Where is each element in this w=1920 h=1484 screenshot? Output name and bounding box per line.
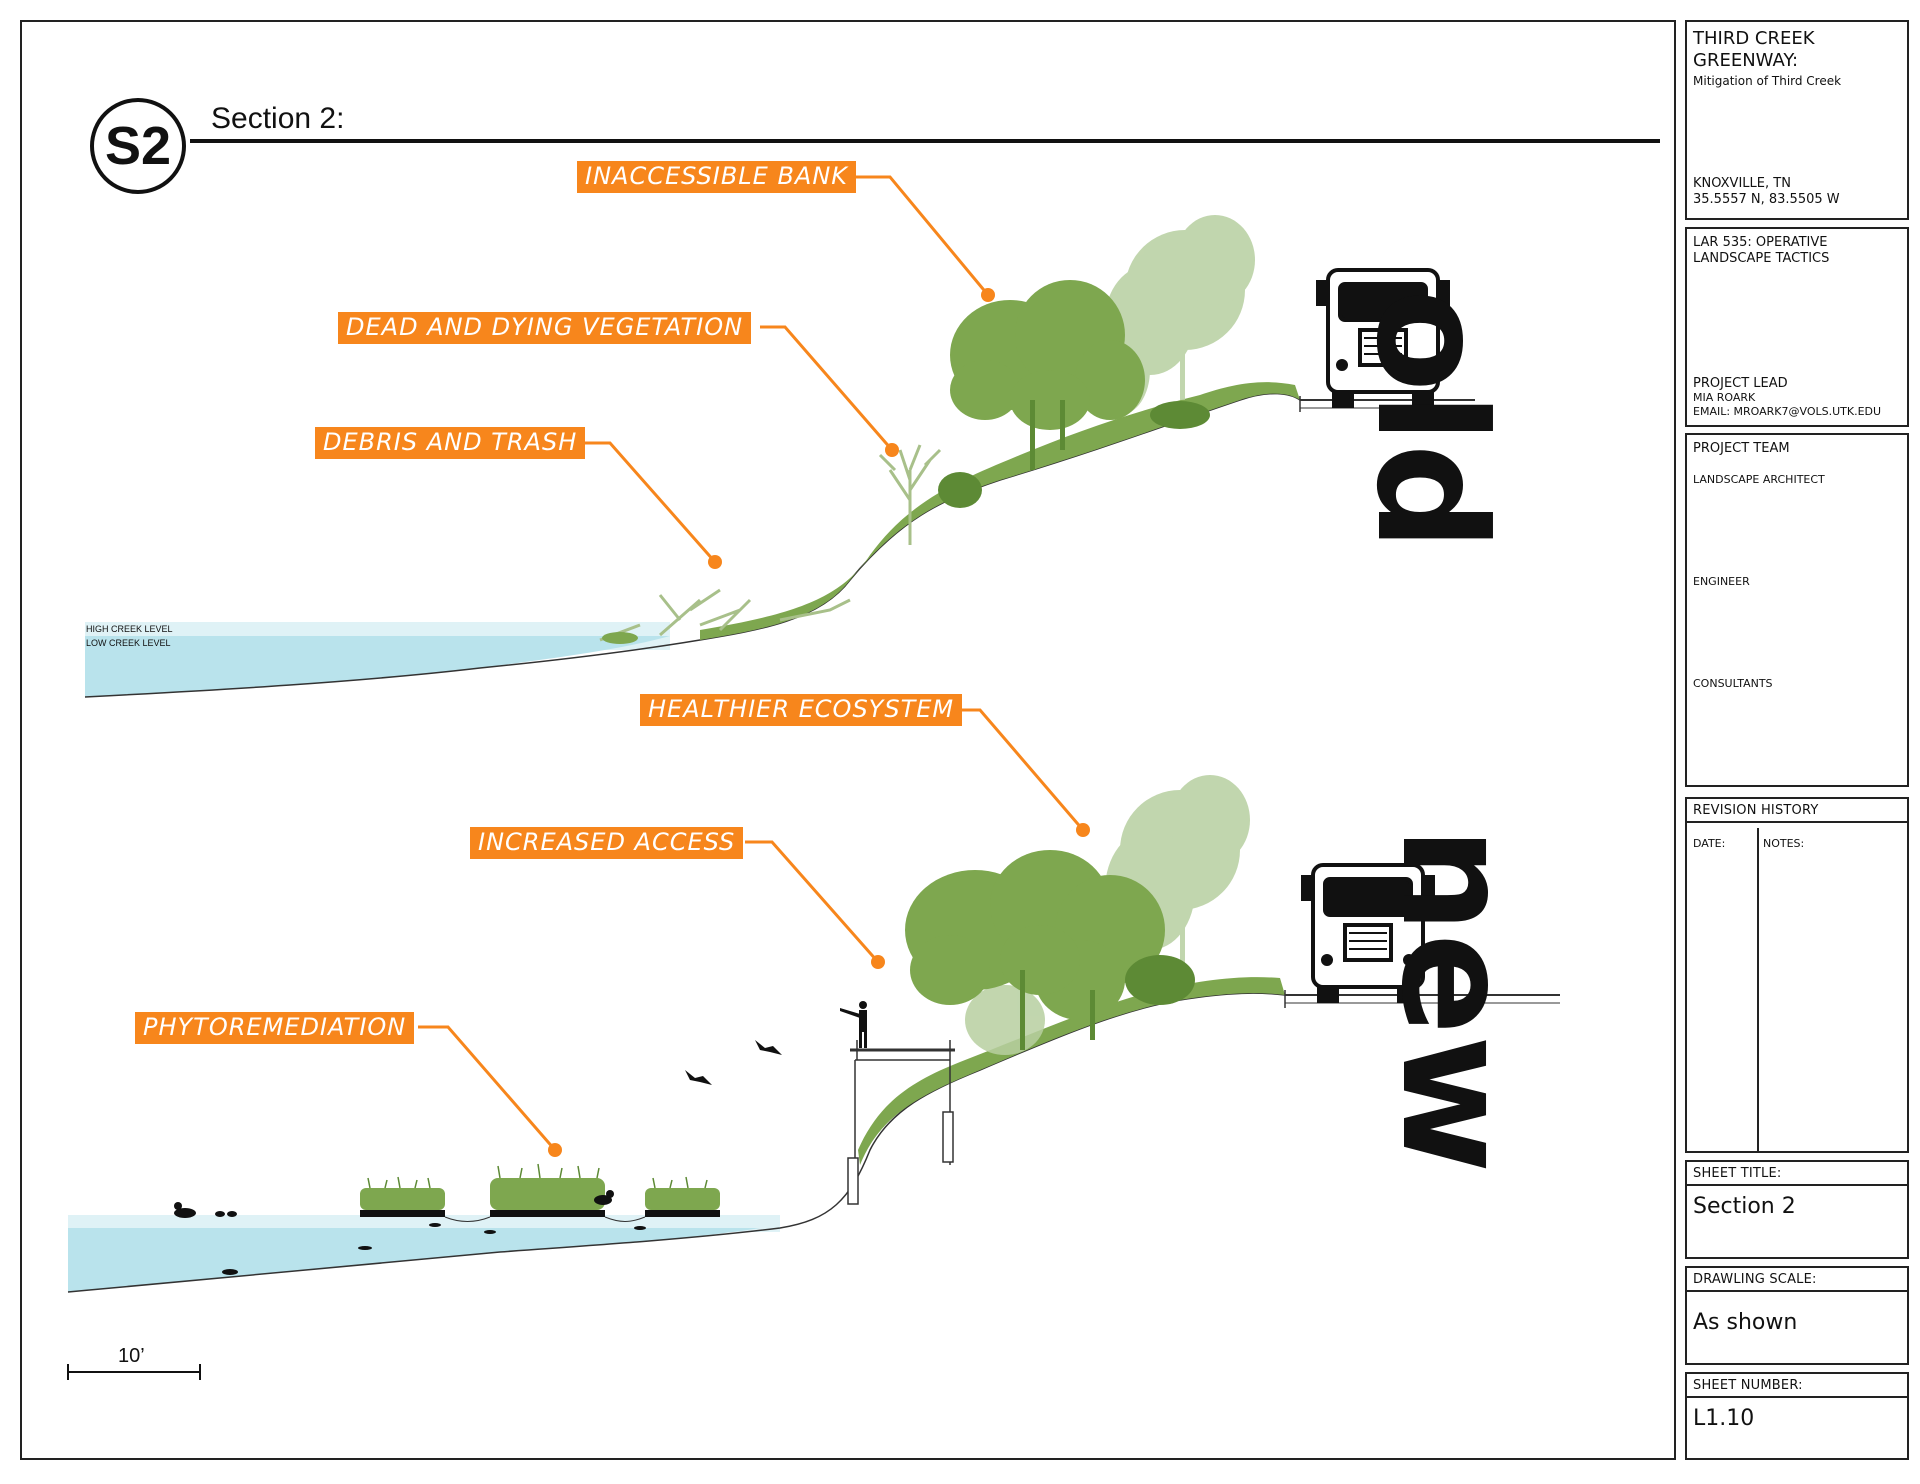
project-location: KNOXVILLE, TN: [1693, 176, 1791, 191]
old-bus: [1316, 268, 1450, 408]
new-bank-vegetation: [858, 977, 1285, 1165]
project-lead-name: MIA ROARK: [1693, 391, 1756, 404]
project-name-line1: THIRD CREEK: [1693, 28, 1815, 49]
old-bank-vegetation: [700, 382, 1300, 640]
callout-inaccessible-bank: INACCESSIBLE BANK: [577, 161, 857, 193]
high-creek-level-label: HIGH CREEK LEVEL: [86, 624, 173, 634]
revision-header: REVISION HISTORY: [1687, 799, 1907, 823]
low-creek-level-label: LOW CREEK LEVEL: [86, 638, 171, 648]
team-role-landscape-architect: LANDSCAPE ARCHITECT: [1693, 473, 1825, 486]
title-block-sheet-number: SHEET NUMBER: L1.10: [1685, 1372, 1909, 1460]
revision-notes-label: NOTES:: [1763, 837, 1805, 850]
leader-dead-vegetation: [760, 325, 894, 451]
label-old: old: [1343, 289, 1517, 551]
old-dead-tree: [878, 444, 942, 545]
new-bus: [1301, 863, 1435, 1003]
leader-inaccessible-bank: [855, 175, 990, 296]
old-road: [1299, 396, 1475, 412]
dot-increased-access: [871, 955, 885, 969]
scale-bar-label: 10’: [118, 1345, 145, 1367]
project-lead-email: EMAIL: MROARK7@VOLS.UTK.EDU: [1693, 405, 1882, 418]
label-new: new: [1368, 826, 1542, 1174]
leader-increased-access: [745, 840, 880, 963]
new-section: [67, 775, 1560, 1293]
title-block-sheet-title: SHEET TITLE: Section 2: [1685, 1160, 1909, 1259]
new-trees-main: [905, 850, 1195, 1050]
team-role-engineer: ENGINEER: [1693, 575, 1750, 588]
dot-dead-vegetation: [885, 443, 899, 457]
leader-debris: [583, 441, 717, 563]
new-birds: [685, 1040, 782, 1085]
project-subtitle: Mitigation of Third Creek: [1693, 74, 1842, 88]
new-boardwalk: [847, 1040, 955, 1205]
project-lead-label: PROJECT LEAD: [1693, 376, 1788, 391]
callout-phytoremediation: PHYTOREMEDIATION: [135, 1012, 415, 1044]
project-name-line2: GREENWAY:: [1693, 50, 1799, 71]
old-debris: [599, 588, 851, 642]
callout-dead-vegetation: DEAD AND DYING VEGETATION: [338, 312, 752, 344]
revision-divider: [1757, 828, 1759, 1151]
sheet-number-value: L1.10: [1693, 1406, 1755, 1431]
leader-phytoremediation: [418, 1025, 557, 1151]
new-ground-line: [67, 992, 1286, 1293]
callout-healthier: HEALTHIER ECOSYSTEM: [640, 694, 963, 726]
old-debris-bush: [602, 632, 638, 644]
dot-inaccessible-bank: [981, 288, 995, 302]
old-section: [84, 215, 1475, 698]
dot-healthier: [1076, 823, 1090, 837]
section-badge: S2: [90, 98, 186, 194]
drawing-frame: [20, 20, 1676, 1460]
dot-debris: [708, 555, 722, 569]
title-block-course: LAR 535: OPERATIVE LANDSCAPE TACTICS PRO…: [1685, 227, 1909, 427]
course-line2: LANDSCAPE TACTICS: [1693, 251, 1830, 266]
title-block-scale: DRAWLING SCALE: As shown: [1685, 1266, 1909, 1365]
scale-bar-graphic: [67, 1364, 201, 1380]
new-floating-wetlands: [360, 1163, 720, 1222]
sheet-title-label: SHEET TITLE:: [1687, 1162, 1907, 1186]
project-coordinates: 35.5557 N, 83.5505 W: [1693, 192, 1840, 207]
new-person: [840, 1001, 867, 1048]
course-line1: LAR 535: OPERATIVE: [1693, 235, 1828, 250]
drawing-scale-label: DRAWLING SCALE:: [1687, 1268, 1907, 1292]
team-header: PROJECT TEAM: [1693, 441, 1790, 456]
section-title: Section 2:: [211, 102, 345, 135]
title-block-team: PROJECT TEAM LANDSCAPE ARCHITECT ENGINEE…: [1685, 433, 1909, 787]
drawing-scale-value: As shown: [1693, 1310, 1798, 1335]
title-block-revision: REVISION HISTORY DATE: NOTES:: [1685, 797, 1909, 1153]
sheet-number-label: SHEET NUMBER:: [1687, 1374, 1907, 1398]
old-trees-main: [938, 280, 1210, 508]
old-low-water: [85, 636, 670, 697]
dot-phytoremediation: [548, 1143, 562, 1157]
new-wildlife: [174, 1190, 646, 1275]
section-badge-label: S2: [104, 116, 172, 176]
leader-healthier: [950, 708, 1085, 831]
sheet-title-value: Section 2: [1693, 1194, 1796, 1219]
callout-debris: DEBRIS AND TRASH: [315, 427, 586, 459]
new-high-water: [68, 1215, 780, 1232]
callout-increased-access: INCREASED ACCESS: [470, 827, 744, 859]
callout-dots: [548, 288, 1090, 1157]
revision-date-label: DATE:: [1693, 837, 1726, 850]
title-block-project: THIRD CREEK GREENWAY: Mitigation of Thir…: [1685, 20, 1909, 220]
team-role-consultants: CONSULTANTS: [1693, 677, 1773, 690]
